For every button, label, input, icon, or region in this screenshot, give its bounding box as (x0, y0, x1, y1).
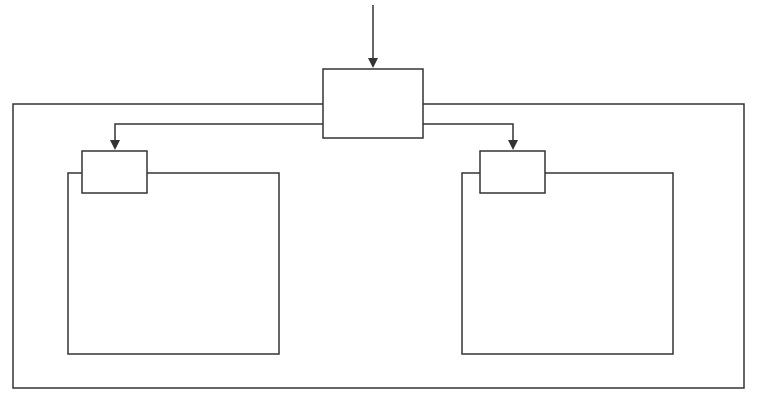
left-panel (67, 172, 280, 355)
left-tab (81, 150, 148, 194)
edge-distributor-to-right-tab (423, 123, 518, 150)
right-tab (479, 150, 546, 194)
top-distributor (322, 68, 424, 139)
edge-distributor-to-left-tab (110, 123, 323, 150)
right-panel (461, 172, 674, 355)
